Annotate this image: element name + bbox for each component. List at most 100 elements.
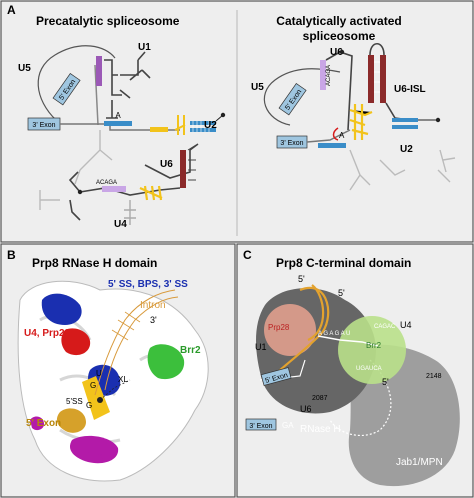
u2-tail-left <box>215 114 224 122</box>
u4-stem <box>124 200 136 225</box>
panel-a-letter: A <box>7 3 16 17</box>
u4-cap <box>77 189 83 195</box>
panel-c: C Prp8 C-terminal domain 5' Exon 3' Exon… <box>236 243 474 498</box>
label-5prime-a: 5' <box>298 274 305 284</box>
prp28-circle <box>264 304 316 356</box>
yellow-helix-right <box>349 104 373 140</box>
red-patch <box>61 328 91 356</box>
label-u5-left: U5 <box>18 63 31 74</box>
label-u4prp28: U4, Prp28 <box>24 328 71 339</box>
orange-rna-2 <box>307 284 325 342</box>
label-exon3-left: 3' Exon <box>32 122 55 129</box>
label-exon5-b: 5' Exon <box>26 418 61 429</box>
label-rnaseh: RNase H <box>300 424 341 435</box>
u4-grey-branch <box>39 190 60 210</box>
label-xl: XL <box>118 375 128 384</box>
u4-u6-helix <box>139 185 163 201</box>
label-prp28: Prp28 <box>268 323 290 332</box>
yellow-patch <box>82 376 110 420</box>
intron-white <box>317 335 379 347</box>
u5-loop <box>37 45 116 121</box>
label-u6-c: U6 <box>300 404 312 414</box>
magenta-patch-small <box>30 416 44 431</box>
intron-line-left <box>60 123 180 131</box>
label-u6isl: U6-ISL <box>394 84 426 95</box>
u2-rungs-left <box>192 121 210 132</box>
intron-branch-left <box>74 130 113 185</box>
panel-c-title: Prp8 C-terminal domain <box>276 256 411 270</box>
label-u: U <box>96 369 102 378</box>
panel-a-right-title-1: Catalytically activated <box>276 14 401 28</box>
acaga-bar-right <box>320 60 326 90</box>
u2-bar-right-2 <box>392 125 418 129</box>
label-ppy: PPy <box>86 450 105 461</box>
label-u2-right: U2 <box>400 144 413 155</box>
label-ga: GA <box>282 421 294 430</box>
u6-segment-left <box>150 127 168 132</box>
activated-diagram: U5 5' Exon ACAGA U6 U6-ISL 3' Exon A <box>251 42 456 191</box>
panel-b-title: Prp8 RNase H domain <box>32 256 157 270</box>
label-ss: 5' SS, BPS, 3' SS <box>108 279 188 290</box>
intron-branch-right <box>349 149 406 191</box>
label-gagau: A G A G A U <box>318 331 350 337</box>
panel-a-right-title-2: spliceosome <box>303 29 376 43</box>
label-u1: U1 <box>138 42 151 53</box>
label-a-left: A <box>115 111 121 120</box>
catalytic-arrow <box>332 127 339 141</box>
brr2-circle <box>338 316 406 384</box>
intron-line-right <box>306 129 351 143</box>
acaga-bar-left <box>102 186 126 192</box>
branch-site-left <box>104 121 132 126</box>
u6-cap-right <box>339 49 345 55</box>
u6-strand-right <box>325 51 353 131</box>
u6-red-left <box>180 150 186 188</box>
label-exon3-right: 3' Exon <box>280 140 303 147</box>
label-u5-right: U5 <box>251 82 264 93</box>
u4-strand <box>79 187 181 196</box>
u5-stem <box>94 64 99 126</box>
u2-branch-right <box>437 149 456 183</box>
u6-isl-left <box>368 55 374 103</box>
label-cagac: CAGAC <box>374 324 396 330</box>
u2-bar-right-1 <box>392 118 418 122</box>
panel-c-letter: C <box>243 248 252 262</box>
linker-dashed <box>329 359 392 437</box>
u6-isl-loop <box>369 42 385 56</box>
panel-a-left-title: Precatalytic spliceosome <box>36 14 180 28</box>
label-5prime-c: 5' <box>382 377 389 387</box>
label-a-right: A <box>339 131 345 140</box>
label-g-bottom: G <box>86 401 92 410</box>
exon5-left-rect <box>52 72 81 106</box>
label-brr2: Brr2 <box>180 345 201 356</box>
label-intron: Intron <box>140 300 166 311</box>
branch-site-right <box>318 143 346 148</box>
exon5-c-rect <box>260 367 292 386</box>
label-5ss: 5'SS <box>66 397 83 406</box>
intron-strand <box>94 289 176 396</box>
u2-bar-left-1 <box>190 121 216 125</box>
intron-rungs <box>111 311 141 341</box>
label-3prime-b: 3' <box>150 315 157 325</box>
u1-snrna <box>104 51 151 99</box>
label-u6-left: U6 <box>160 159 173 170</box>
label-exon3-c: 3' Exon <box>249 423 272 430</box>
label-u2-left: U2 <box>204 120 217 131</box>
exon5-right-rect <box>278 82 307 116</box>
u2-bar-left-2 <box>190 128 216 132</box>
label-u4: U4 <box>114 219 127 230</box>
u4-loop <box>68 171 81 221</box>
label-u4-c: U4 <box>400 320 412 330</box>
label-u6-right: U6 <box>330 47 343 58</box>
orange-patch <box>56 408 86 433</box>
label-jab1: Jab1/MPN <box>396 457 443 468</box>
u6-rungs-left <box>187 144 197 181</box>
precatalytic-diagram: U5 U1 5' Exon 3' Exon A U2 U6 <box>18 42 226 230</box>
label-brr2-c: Brr2 <box>366 341 382 350</box>
green-patch <box>147 344 185 380</box>
yellow-helix-left <box>174 115 186 135</box>
intron-strand-2 <box>104 296 179 391</box>
u6-isl-rungs <box>374 61 380 93</box>
label-u1-c: U1 <box>255 342 267 352</box>
